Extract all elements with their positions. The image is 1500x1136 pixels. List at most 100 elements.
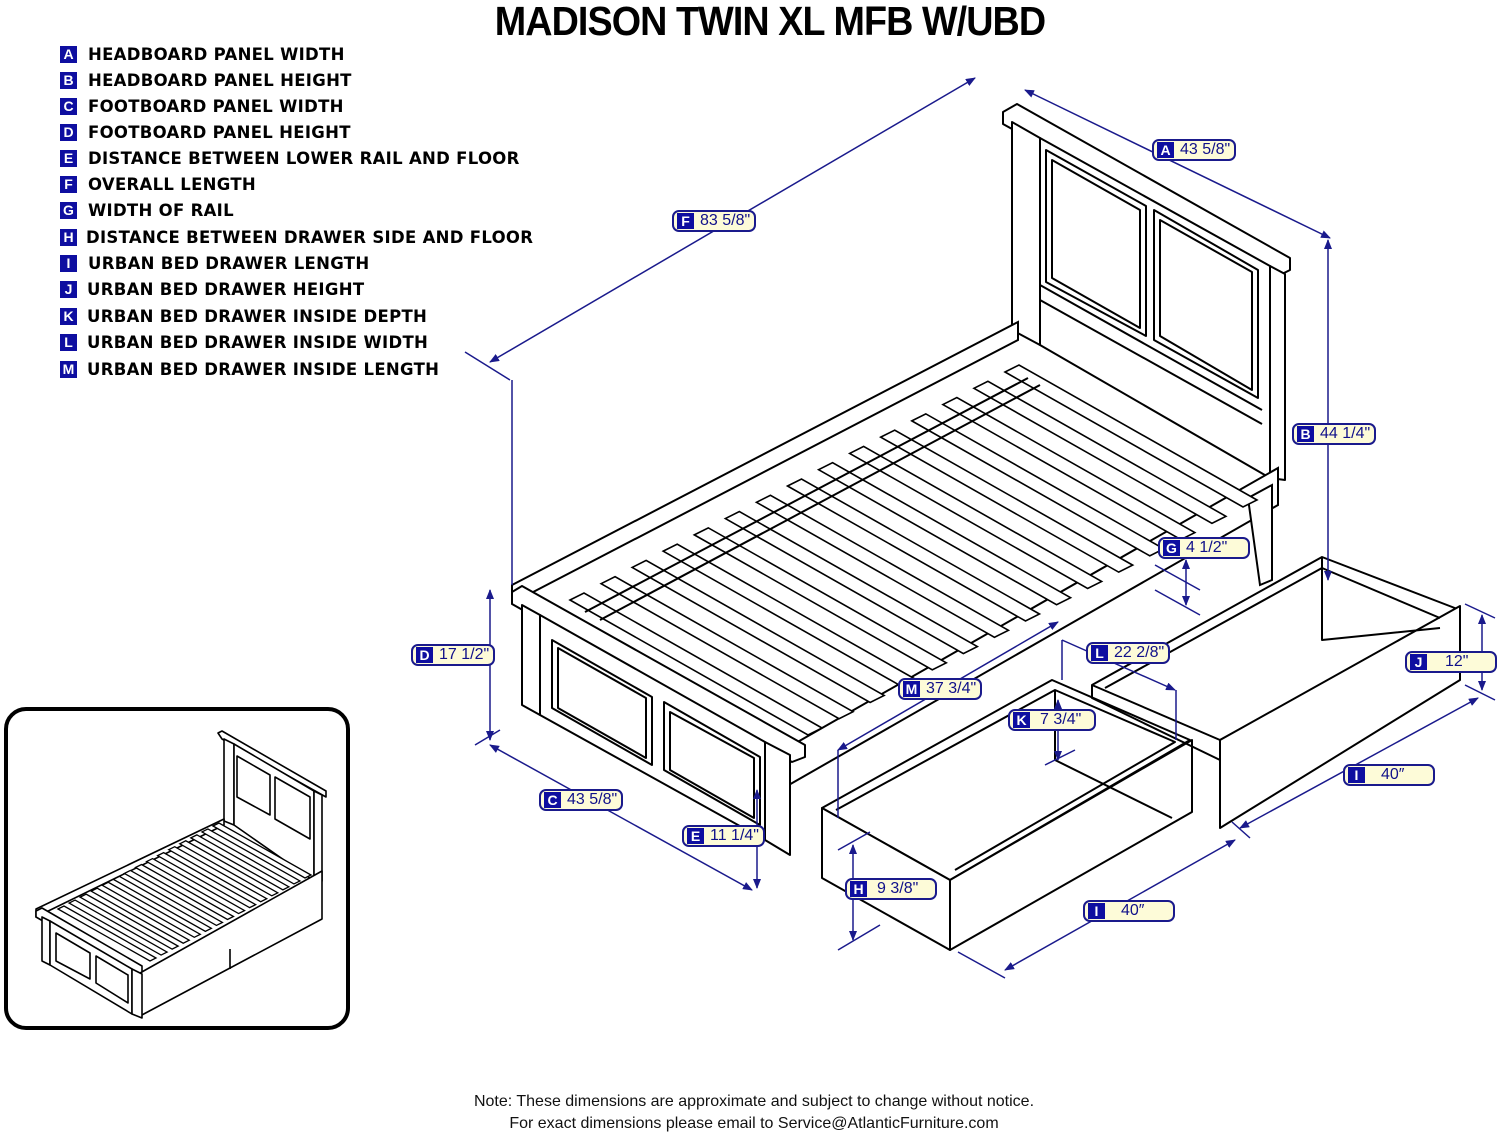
legend-item: L URBAN BED DRAWER INSIDE WIDTH <box>60 332 428 352</box>
dimension-tag-h: H 9 3/8" <box>845 878 937 900</box>
dimension-tag-a: A 43 5/8" <box>1152 139 1237 161</box>
bed-slat <box>941 396 1197 541</box>
disclaimer-line-1: Note: These dimensions are approximate a… <box>473 1093 1035 1110</box>
legend-key: F <box>60 175 77 193</box>
legend-label: OVERALL LENGTH <box>88 174 256 194</box>
legend-item: F OVERALL LENGTH <box>60 174 256 194</box>
tag-value: 43 5/8" <box>1180 141 1231 158</box>
tag-key: D <box>416 647 433 663</box>
dimension-tag-j: J 12" <box>1405 651 1497 673</box>
tag-value: 9 3/8" <box>877 880 919 897</box>
legend-item: J URBAN BED DRAWER HEIGHT <box>60 279 364 299</box>
legend-key: C <box>60 97 77 115</box>
tag-value: 40″ <box>1121 902 1145 919</box>
tag-key: E <box>687 828 704 844</box>
legend-label: FOOTBOARD PANEL WIDTH <box>88 96 344 116</box>
tag-key: M <box>903 681 920 697</box>
legend-label: WIDTH OF RAIL <box>88 200 234 220</box>
tag-key: B <box>1297 426 1314 442</box>
thumbnail-slat <box>167 845 269 903</box>
tag-value: 12" <box>1445 653 1469 670</box>
dimension-tag-m: M 37 3/4" <box>898 678 983 700</box>
dimension-tag-k: K 7 3/4" <box>1008 709 1096 731</box>
tag-value: 43 5/8" <box>567 791 618 808</box>
bed-slat <box>785 478 1042 622</box>
bed-slat <box>972 380 1228 525</box>
legend-key: J <box>60 280 77 298</box>
legend-item: B HEADBOARD PANEL HEIGHT <box>60 70 352 90</box>
thumbnail-slat <box>78 893 180 950</box>
legend-item: A HEADBOARD PANEL WIDTH <box>60 44 345 64</box>
thumbnail-slat <box>89 887 191 944</box>
tag-key: F <box>677 213 694 229</box>
legend-key: A <box>60 45 77 63</box>
dimension-lines <box>464 77 1496 979</box>
disclaimer-line-2: For exact dimensions please email to Ser… <box>509 1115 999 1132</box>
thumbnail-slat <box>56 905 158 962</box>
tag-key: G <box>1163 540 1180 556</box>
page-title: MADISON TWIN XL MFB W/UBD <box>494 0 1046 44</box>
legend-label: URBAN BED DRAWER INSIDE DEPTH <box>87 306 428 326</box>
bed-slat <box>568 592 824 736</box>
legend-key: G <box>60 201 77 219</box>
legend-key: I <box>60 254 77 272</box>
legend-item: M URBAN BED DRAWER INSIDE LENGTH <box>60 359 439 379</box>
tag-value: 17 1/2" <box>439 646 490 663</box>
tag-value: 37 3/4" <box>926 680 977 697</box>
legend-key: D <box>60 123 77 141</box>
dimension-tag-e: E 11 1/4" <box>682 825 765 847</box>
legend-label: URBAN BED DRAWER INSIDE LENGTH <box>87 359 440 379</box>
thumbnail-slat <box>100 881 202 939</box>
legend-label: HEADBOARD PANEL WIDTH <box>88 44 345 64</box>
legend-key: M <box>60 360 77 378</box>
legend-item: D FOOTBOARD PANEL HEIGHT <box>60 122 351 142</box>
tag-key: L <box>1091 645 1108 661</box>
preview-thumbnail <box>4 707 350 1030</box>
legend-key: E <box>60 149 77 167</box>
thumbnail-slat <box>178 840 280 897</box>
tag-value: 44 1/4" <box>1320 425 1371 442</box>
center-support <box>584 377 1041 621</box>
thumbnail-slat <box>134 863 235 921</box>
legend-label: URBAN BED DRAWER INSIDE WIDTH <box>87 332 429 352</box>
tag-key: A <box>1157 142 1174 158</box>
tag-value: 40″ <box>1381 766 1405 783</box>
tag-key: H <box>850 881 867 897</box>
tag-key: J <box>1410 654 1427 670</box>
legend-key: L <box>60 333 77 351</box>
legend-label: URBAN BED DRAWER HEIGHT <box>87 279 365 299</box>
bed-slat <box>879 429 1135 574</box>
dimension-tag-f: F 83 5/8" <box>672 210 757 232</box>
tag-key: K <box>1013 712 1030 728</box>
dimension-tag-i-right: I 40″ <box>1343 764 1435 786</box>
thumbnail-slat <box>156 851 258 909</box>
thumbnail-bed-drawing <box>35 730 327 1019</box>
legend-key: B <box>60 71 77 89</box>
legend-item: G WIDTH OF RAIL <box>60 200 234 220</box>
legend-label: HEADBOARD PANEL HEIGHT <box>88 70 352 90</box>
thumbnail-slat <box>111 875 213 933</box>
tag-key: I <box>1348 767 1365 783</box>
bed-slat <box>1003 364 1259 508</box>
dimension-tag-g: G 4 1/2" <box>1158 537 1250 559</box>
tag-value: 83 5/8" <box>700 212 751 229</box>
thumbnail-slat <box>211 822 313 879</box>
bed-slat <box>847 445 1104 590</box>
tag-value: 22 2/8" <box>1114 644 1165 661</box>
legend-item: C FOOTBOARD PANEL WIDTH <box>60 96 344 116</box>
legend-label: FOOTBOARD PANEL HEIGHT <box>88 122 351 142</box>
tag-value: 4 1/2" <box>1186 539 1228 556</box>
thumbnail-slat <box>189 834 291 891</box>
thumbnail-slat <box>145 857 246 915</box>
tag-value: 7 3/4" <box>1040 711 1082 728</box>
bed-slat <box>816 461 1073 606</box>
thumbnail-slat <box>200 828 302 885</box>
legend-key: H <box>60 228 77 246</box>
tag-value: 11 1/4" <box>710 827 759 844</box>
